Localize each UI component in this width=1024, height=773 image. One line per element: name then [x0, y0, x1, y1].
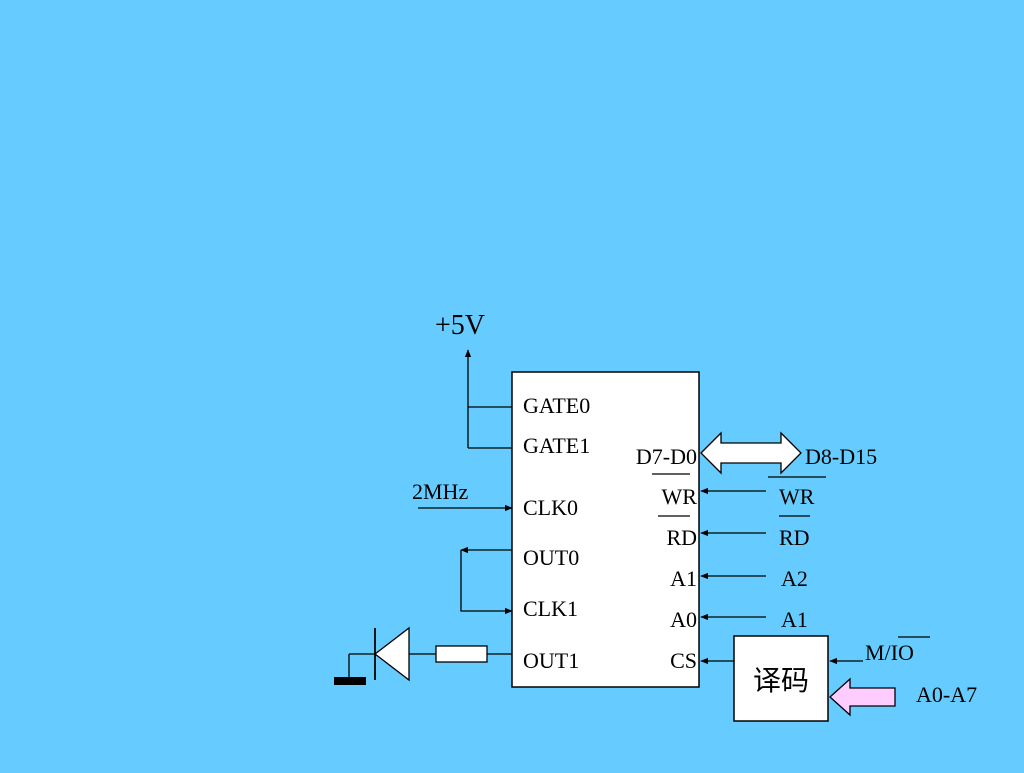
pin-clk1-label: CLK1 — [523, 596, 578, 621]
address-input-arrow — [829, 677, 896, 717]
mio-label: M/IO — [865, 640, 914, 665]
bus-data-label: D8-D15 — [805, 444, 877, 469]
pin-data-label: D7-D0 — [636, 444, 697, 469]
bus-a1-label: A1 — [781, 607, 808, 632]
data-bus-arrow — [700, 431, 802, 475]
clock-label: 2MHz — [412, 479, 468, 504]
pin-a1-label: A1 — [670, 566, 697, 591]
pin-gate0-label: GATE0 — [523, 393, 590, 418]
pin-cs-label: CS — [670, 648, 697, 673]
pin-wr-label: WR — [662, 484, 698, 509]
pin-a0-label: A0 — [670, 607, 697, 632]
mio-suffix: IO — [891, 640, 914, 665]
ground-icon — [334, 654, 366, 685]
pin-rd-label: RD — [666, 525, 697, 550]
pin-out1-label: OUT1 — [523, 648, 579, 673]
bus-wr-label: WR — [779, 484, 815, 509]
diode-icon — [373, 626, 410, 682]
decoder-box — [733, 635, 829, 722]
resistor-icon — [435, 645, 488, 663]
pin-clk0-label: CLK0 — [523, 495, 578, 520]
pin-gate1-label: GATE1 — [523, 433, 590, 458]
bus-rd-label: RD — [779, 525, 810, 550]
decoder-label: 译码 — [753, 666, 809, 697]
address-input-label: A0-A7 — [916, 682, 977, 707]
pin-out0-label: OUT0 — [523, 545, 579, 570]
counter-chip-box — [511, 371, 700, 688]
mio-prefix: M/ — [865, 640, 892, 665]
bus-a2-label: A2 — [781, 566, 808, 591]
out0-clk1-loop — [460, 550, 513, 615]
power-label: +5V — [435, 310, 485, 341]
